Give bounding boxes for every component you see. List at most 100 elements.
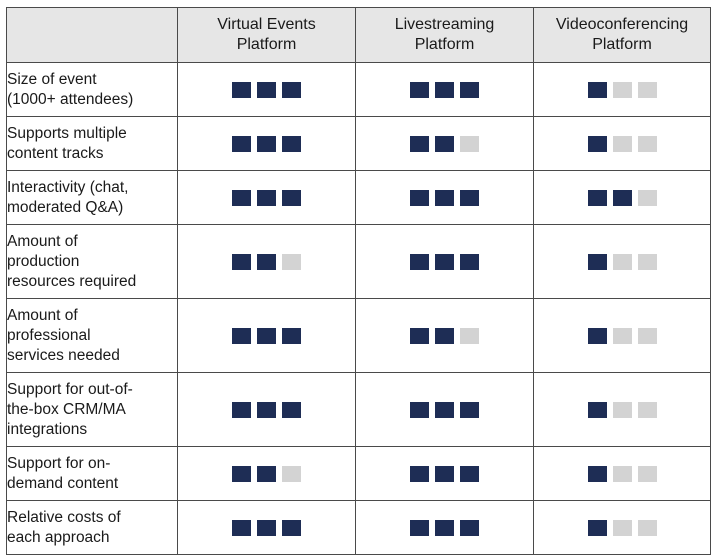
rating-square-empty xyxy=(637,401,657,418)
rating-square-empty xyxy=(612,465,632,482)
rating-square-filled xyxy=(282,327,301,344)
rating-squares xyxy=(534,135,710,152)
rating-square-empty xyxy=(637,253,657,270)
rating-squares xyxy=(356,135,533,152)
rating-square-empty xyxy=(637,135,657,152)
rating-cell xyxy=(533,170,711,225)
row-label-line: the-box CRM/MA xyxy=(7,400,126,418)
header-corner-cell xyxy=(6,7,178,63)
column-header-line: Platform xyxy=(236,36,297,53)
rating-square-filled xyxy=(282,189,301,206)
row-label-line: content tracks xyxy=(7,144,104,162)
rating-square-filled xyxy=(435,189,454,206)
rating-square-filled xyxy=(410,135,429,152)
rating-square-filled xyxy=(460,189,479,206)
rating-cell xyxy=(177,500,356,555)
rating-square-filled xyxy=(257,327,276,344)
column-header-virtual-events: Virtual Events Platform xyxy=(177,7,356,63)
rating-cell xyxy=(533,446,711,501)
rating-square-filled xyxy=(232,135,251,152)
rating-square-filled xyxy=(257,253,276,270)
rating-square-filled xyxy=(282,81,301,98)
rating-square-filled xyxy=(587,327,607,344)
rating-squares xyxy=(356,465,533,482)
header-row: Virtual Events Platform Livestreaming Pl… xyxy=(6,7,711,63)
rating-square-filled xyxy=(587,519,607,536)
rating-squares xyxy=(178,327,355,344)
row-label-line: resources required xyxy=(7,272,137,290)
rating-square-filled xyxy=(232,327,251,344)
rating-square-empty xyxy=(612,135,632,152)
column-header-videoconferencing: Videoconferencing Platform xyxy=(533,7,711,63)
rating-square-filled xyxy=(435,135,454,152)
rating-square-filled xyxy=(282,401,301,418)
column-header-line: Platform xyxy=(592,36,652,53)
row-label-line: Size of event xyxy=(7,70,97,88)
column-header-line: Virtual Events xyxy=(217,16,316,33)
rating-square-filled xyxy=(232,81,251,98)
rating-cell xyxy=(355,170,534,225)
rating-square-filled xyxy=(435,401,454,418)
rating-square-empty xyxy=(637,519,657,536)
rating-square-filled xyxy=(410,189,429,206)
rating-cell xyxy=(533,372,711,447)
rating-square-filled xyxy=(410,519,429,536)
rating-square-filled xyxy=(587,253,607,270)
table-body: Size of event(1000+ attendees)Supports m… xyxy=(6,62,711,555)
row-label-line: integrations xyxy=(7,420,88,438)
rating-squares xyxy=(534,401,710,418)
rating-square-empty xyxy=(637,327,657,344)
rating-square-filled xyxy=(282,519,301,536)
row-label-line: Support for on- xyxy=(7,454,111,472)
rating-square-empty xyxy=(612,327,632,344)
rating-square-empty xyxy=(612,81,632,98)
row-label-cell: Size of event(1000+ attendees) xyxy=(6,62,178,117)
rating-squares xyxy=(534,81,710,98)
rating-square-filled xyxy=(587,189,607,206)
column-header-livestreaming: Livestreaming Platform xyxy=(355,7,534,63)
rating-cell xyxy=(355,372,534,447)
row-label-line: Amount of xyxy=(7,306,78,324)
rating-squares xyxy=(178,189,355,206)
rating-square-filled xyxy=(587,465,607,482)
row-label-line: moderated Q&A) xyxy=(7,198,124,216)
row-label-line: Interactivity (chat, xyxy=(7,178,129,196)
rating-cell xyxy=(355,446,534,501)
rating-square-empty xyxy=(282,465,301,482)
row-label-cell: Support for on-demand content xyxy=(6,446,178,501)
rating-cell xyxy=(177,372,356,447)
rating-square-filled xyxy=(257,519,276,536)
rating-square-empty xyxy=(460,135,479,152)
row-label-line: Relative costs of xyxy=(7,508,121,526)
rating-square-filled xyxy=(257,465,276,482)
rating-cell xyxy=(533,298,711,373)
row-label-cell: Interactivity (chat, moderated Q&A) xyxy=(6,170,178,225)
rating-square-filled xyxy=(435,465,454,482)
row-label-line: Amount of xyxy=(7,232,78,250)
rating-square-filled xyxy=(410,253,429,270)
rating-square-filled xyxy=(257,401,276,418)
rating-square-empty xyxy=(612,401,632,418)
row-label-line: demand content xyxy=(7,474,119,492)
row-label-line: Support for out-of- xyxy=(7,380,133,398)
rating-square-empty xyxy=(612,519,632,536)
rating-squares xyxy=(356,253,533,270)
rating-cell xyxy=(355,62,534,117)
rating-square-filled xyxy=(435,519,454,536)
rating-square-filled xyxy=(587,81,607,98)
rating-square-empty xyxy=(612,253,632,270)
rating-square-filled xyxy=(460,401,479,418)
rating-square-filled xyxy=(587,401,607,418)
rating-squares xyxy=(534,253,710,270)
rating-cell xyxy=(177,446,356,501)
rating-square-filled xyxy=(282,135,301,152)
row-label-line: professional xyxy=(7,326,91,344)
rating-squares xyxy=(356,327,533,344)
rating-square-filled xyxy=(232,189,251,206)
column-header-line: Platform xyxy=(414,36,475,53)
rating-cell xyxy=(533,62,711,117)
